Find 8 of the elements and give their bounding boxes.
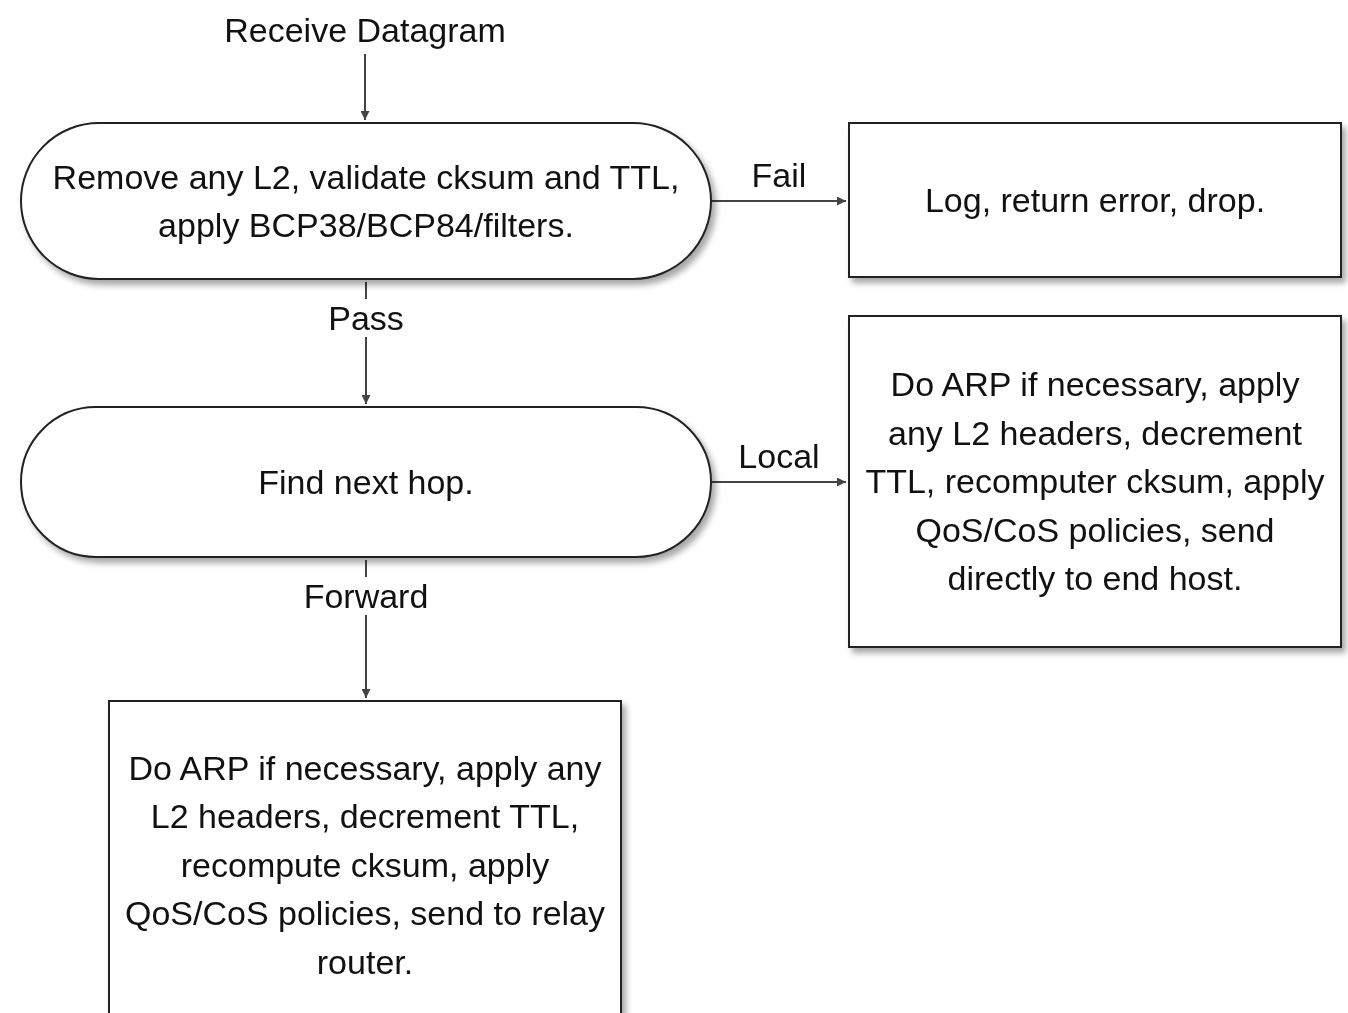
process-stadium: Find next hop.: [20, 406, 712, 558]
process-box: Log, return error, drop.: [848, 122, 1342, 278]
arrow: [360, 53, 370, 121]
process-box: Do ARP if necessary, apply any L2 headers, decrement TTL, recompute cksum, apply QoS/CoS policies, send to relay router.: [108, 700, 622, 1013]
arrow: [711, 477, 847, 487]
process-box: Do ARP if necessary, apply any L2 headers, decrement TTL, recomputer cksum, apply QoS/CoS policies, send directly to end host.: [848, 315, 1342, 648]
arrow: [711, 196, 847, 206]
process-stadium: Remove any L2, validate cksum and TTL, apply BCP38/BCP84/filters.: [20, 122, 712, 280]
